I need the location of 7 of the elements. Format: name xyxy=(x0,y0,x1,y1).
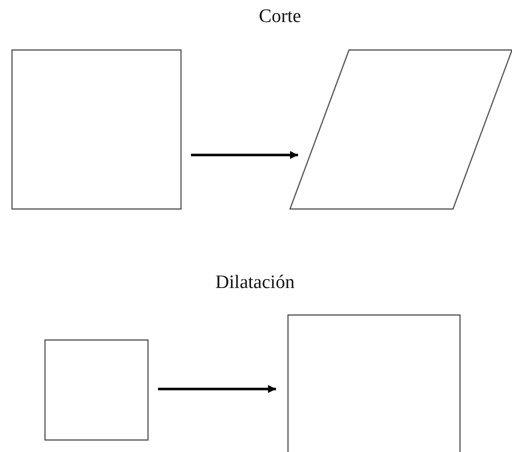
square-shape xyxy=(45,340,148,440)
parallelogram-shape xyxy=(290,50,512,209)
square-shape xyxy=(12,50,181,209)
arrow xyxy=(191,151,298,159)
heading: Dilatación xyxy=(215,272,295,294)
arrow xyxy=(158,385,276,393)
heading: Corte xyxy=(258,6,302,28)
